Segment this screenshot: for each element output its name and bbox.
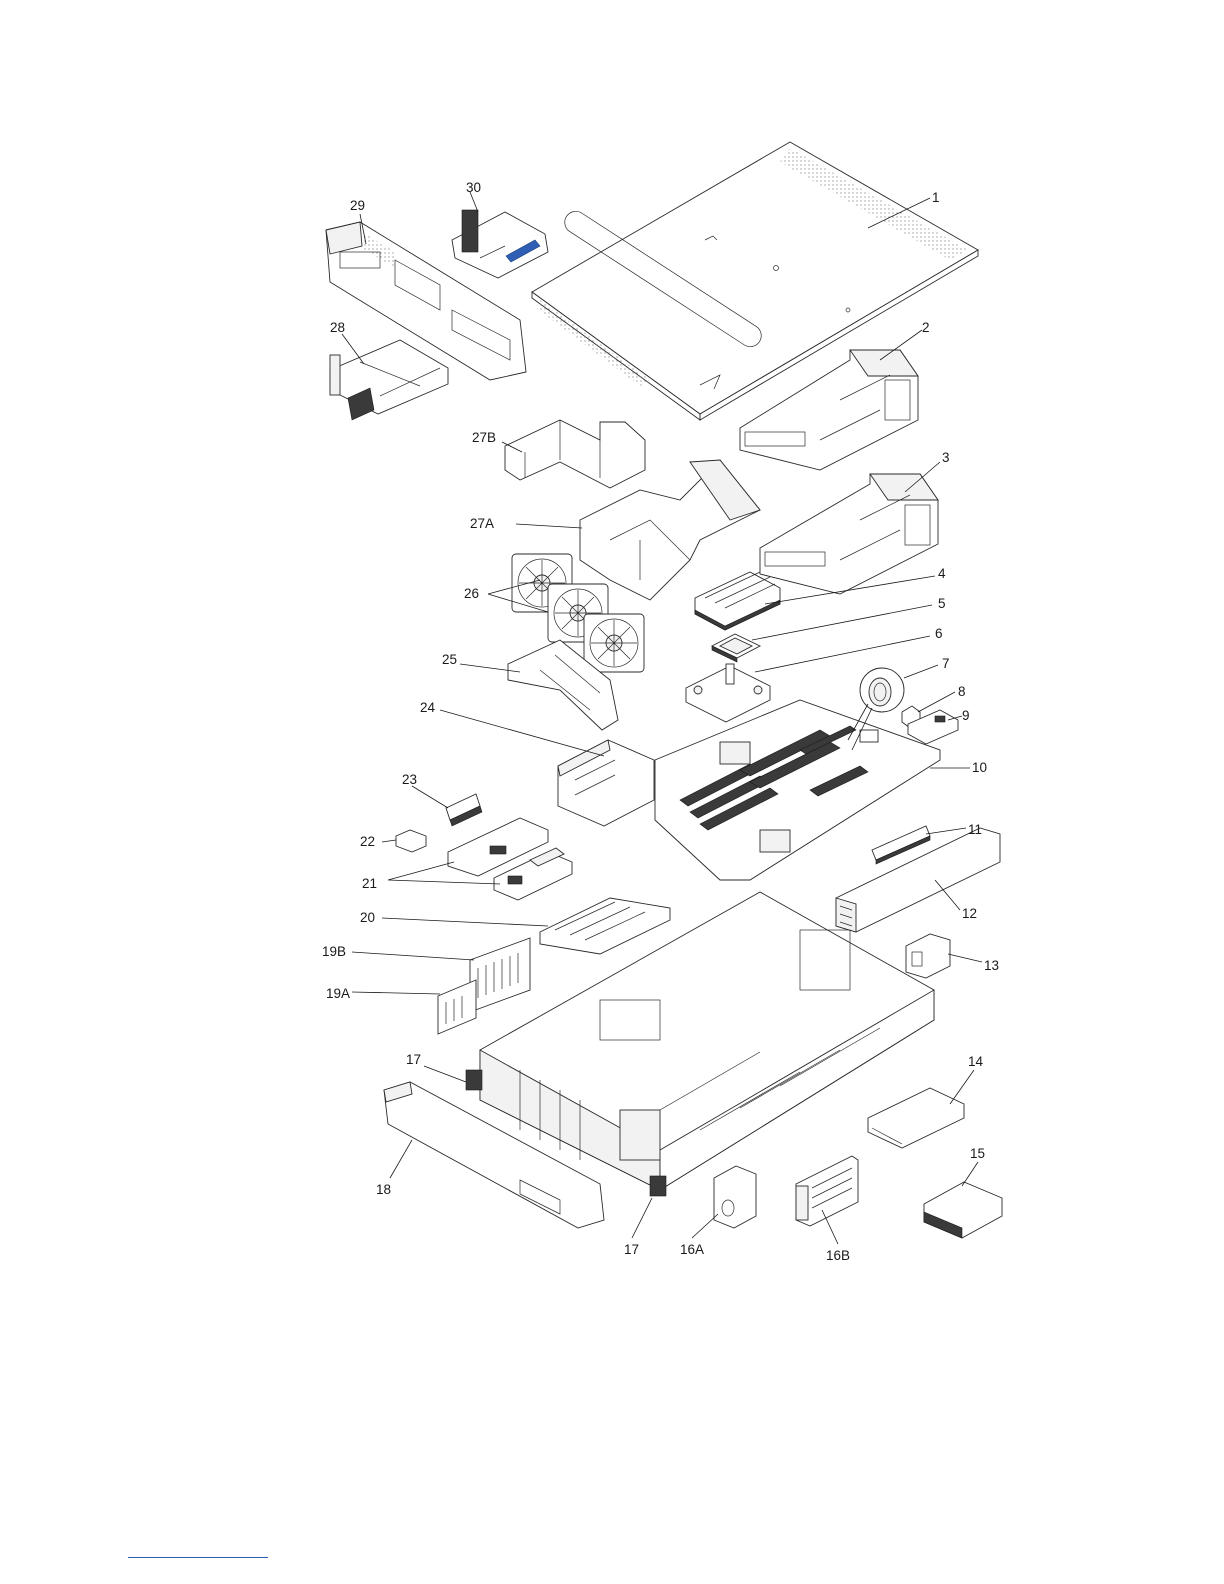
callout-6: 6: [935, 626, 943, 641]
callout-19a: 19A: [326, 986, 350, 1001]
part-drive-filler: [924, 1182, 1002, 1238]
callout-16b: 16B: [826, 1248, 850, 1263]
callout-7: 7: [942, 656, 950, 671]
part-battery: [860, 668, 904, 712]
callout-17-top: 17: [406, 1052, 421, 1067]
callout-19b: 19B: [322, 944, 346, 959]
callout-14: 14: [968, 1054, 984, 1069]
callout-18: 18: [376, 1182, 391, 1197]
footnote-divider: [128, 1557, 268, 1558]
callout-2: 2: [922, 320, 930, 335]
part-riser-card: [446, 794, 482, 826]
callout-22: 22: [360, 834, 375, 849]
callout-10: 10: [972, 760, 987, 775]
callout-8: 8: [958, 684, 966, 699]
callout-17-bottom: 17: [624, 1242, 639, 1257]
part-backplane-b: [470, 938, 530, 1012]
callout-26: 26: [464, 586, 479, 601]
callout-4: 4: [938, 566, 946, 581]
callout-29: 29: [350, 198, 365, 213]
part-power-supply-filler: [906, 934, 950, 978]
part-air-baffle-b: [505, 420, 645, 488]
part-hard-disk-backplane-tray: [540, 898, 670, 954]
callout-13: 13: [984, 958, 999, 973]
part-backplane-a: [438, 980, 476, 1034]
callout-21: 21: [362, 876, 377, 891]
callout-24: 24: [420, 700, 436, 715]
callout-15: 15: [970, 1146, 985, 1161]
callout-27a: 27A: [470, 516, 494, 531]
callout-5: 5: [938, 596, 946, 611]
callout-1: 1: [932, 190, 940, 205]
callout-23: 23: [402, 772, 417, 787]
part-retention-module: [686, 664, 770, 722]
part-hard-disk-drive: [796, 1156, 858, 1226]
part-filler-panel: [714, 1166, 756, 1228]
callout-20: 20: [360, 910, 375, 925]
part-heat-sink: [695, 572, 780, 630]
part-processor: [712, 634, 760, 662]
part-riser-cage-2: [760, 474, 938, 594]
callout-3: 3: [942, 450, 950, 465]
callout-9: 9: [962, 708, 970, 723]
part-media-tray: [330, 340, 448, 420]
part-riser-cage-assembly: [558, 740, 654, 826]
callout-27b: 27B: [472, 430, 496, 445]
callout-11: 11: [968, 822, 982, 837]
callout-12: 12: [962, 906, 977, 921]
part-operator-board: [452, 210, 548, 278]
callout-28: 28: [330, 320, 345, 335]
part-adapter-cards: [448, 818, 572, 900]
part-optical-drive: [868, 1088, 964, 1148]
callout-30: 30: [466, 180, 481, 195]
callout-16a: 16A: [680, 1242, 704, 1257]
callout-25: 25: [442, 652, 457, 667]
part-bracket: [396, 830, 426, 852]
